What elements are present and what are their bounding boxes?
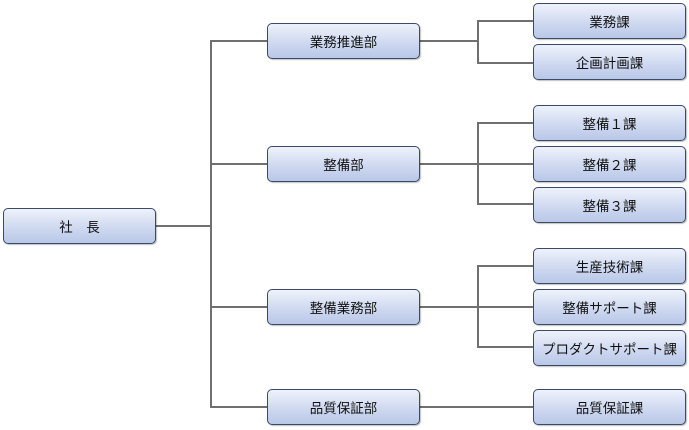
connector-dept-4 (210, 406, 268, 408)
section-box-maintenance-1: 整備１課 (533, 105, 686, 141)
connector-sec-3-1 (477, 265, 534, 267)
connector-dept-3-out (419, 306, 479, 308)
connector-sec-2-1 (477, 122, 534, 124)
connector-sec-2-2 (477, 163, 534, 165)
connector-dept-1-out (419, 40, 479, 42)
connector-dept-2-out (419, 163, 479, 165)
connector-dept-1 (210, 40, 268, 42)
section-box-business: 業務課 (533, 3, 686, 39)
section-box-maintenance-3: 整備３課 (533, 187, 686, 223)
section-box-product-support: プロダクトサポート課 (533, 330, 686, 366)
connector-root (155, 225, 212, 227)
connector-dept-4-out (419, 406, 534, 408)
section-box-production-engineering: 生産技術課 (533, 248, 686, 284)
root-box-president: 社 長 (3, 208, 156, 244)
dept-box-business-promotion: 業務推進部 (267, 23, 420, 59)
connector-dept-1-vert (477, 20, 479, 64)
connector-sec-3-3 (477, 346, 534, 348)
connector-sec-1-1 (477, 20, 534, 22)
dept-box-quality-assurance: 品質保証部 (267, 389, 420, 425)
section-box-maintenance-2: 整備２課 (533, 146, 686, 182)
connector-sec-2-3 (477, 203, 534, 205)
connector-dept-3 (210, 306, 268, 308)
connector-dept-2 (210, 163, 268, 165)
connector-sec-3-2 (477, 306, 534, 308)
section-box-maintenance-support: 整備サポート課 (533, 289, 686, 325)
connector-sec-1-2 (477, 62, 534, 64)
connector-trunk (210, 40, 212, 408)
section-box-planning: 企画計画課 (533, 44, 686, 80)
dept-box-maintenance: 整備部 (267, 146, 420, 182)
dept-box-maintenance-operations: 整備業務部 (267, 289, 420, 325)
section-box-quality-assurance: 品質保証課 (533, 389, 686, 425)
